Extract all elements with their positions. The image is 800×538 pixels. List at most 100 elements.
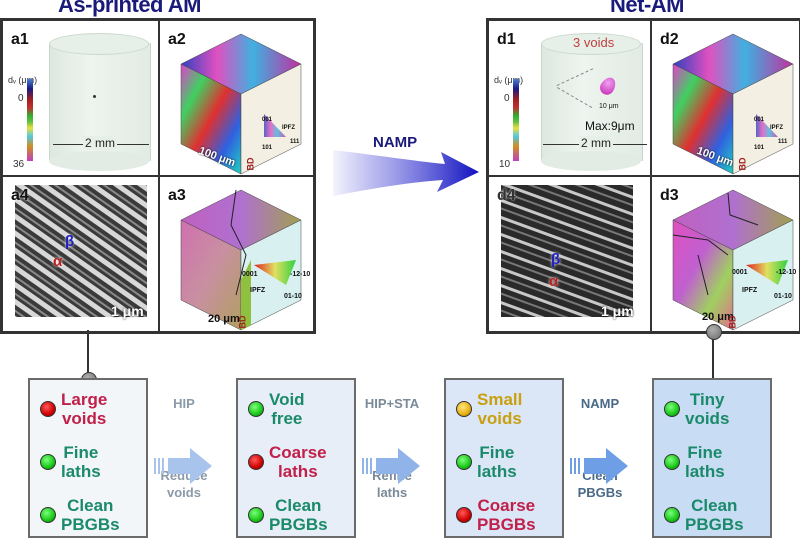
colorbar-min: 0 (18, 93, 24, 104)
as-printed-grid: a1 dᵥ (μm) 0 36 2 mm a2 100 μm BD 001 IP… (0, 18, 316, 334)
status-dot-green-icon (664, 454, 680, 470)
alpha-phase-label: α (53, 253, 63, 270)
step-arrow-icon (362, 448, 420, 484)
step-arrow-icon (154, 448, 212, 484)
step-method-label: NAMP (580, 396, 620, 411)
status-dot-green-icon (248, 401, 264, 417)
max-void-size-label: Max:9μm (585, 119, 635, 133)
status-dot-red-icon (456, 507, 472, 523)
ebsd-cube-beta (180, 33, 302, 175)
scale-bar-label: 20 μm (702, 311, 734, 323)
status-dot-green-icon (40, 454, 56, 470)
panel-d1: d1 dᵥ (μm) 0 10 3 voids 10 μm Max:9μm 2 … (488, 20, 651, 176)
scale-bar-label: 20 μm (208, 313, 240, 325)
ipf-label-111: 111 (778, 139, 788, 145)
ipf-label-101: 101 (754, 145, 765, 151)
panel-label: d1 (497, 31, 516, 48)
ipf-label-001: 001 (262, 117, 273, 123)
as-printed-title: As-printed AM (58, 0, 202, 17)
connector-right (712, 330, 714, 380)
ipf-label-101: 101 (262, 145, 273, 151)
colorbar-title: dᵥ (μm) (8, 75, 38, 85)
panel-a1: a1 dᵥ (μm) 0 36 2 mm (2, 20, 159, 176)
panel-d4: d4 β α 1 μm (488, 176, 651, 332)
ipf-label-001: 001 (754, 117, 765, 123)
ipf-label-01-10: 01-10 (774, 293, 792, 300)
colorbar (513, 79, 519, 161)
ebsd-cube-alpha (672, 189, 794, 331)
colorbar (27, 79, 33, 161)
scale-bar-label: 1 μm (601, 303, 634, 319)
step-method-label: HIP+STA (364, 396, 420, 411)
status-dot-red-icon (40, 401, 56, 417)
panel-d3: d3 20 μm BD 0001 -12-10 IPFZ 01-10 (651, 176, 800, 332)
net-am-title: Net-AM (610, 0, 685, 17)
ipf-label-0001: 0001 (732, 269, 748, 276)
ipf-label-ipfz: IPFZ (250, 287, 266, 294)
ipf-label-0001: 0001 (242, 271, 258, 278)
colorbar-max: 10 (499, 159, 511, 170)
ipf-label-12-10: -12-10 (290, 271, 311, 278)
panel-label: d3 (660, 187, 679, 204)
colorbar-max: 36 (13, 159, 25, 170)
beta-phase-label: β (551, 251, 561, 268)
build-direction-label: BD (245, 157, 256, 171)
ipf-label-ipfz: IPFZ (742, 287, 758, 294)
void-scale-label: 10 μm (599, 103, 619, 110)
status-dot-green-icon (664, 401, 680, 417)
panel-label: a3 (168, 187, 186, 204)
panel-a2: a2 100 μm BD 001 IPFZ 111 101 (159, 20, 314, 176)
panel-label: a4 (11, 187, 29, 204)
panel-label: a1 (11, 31, 29, 48)
ipf-label-ipfz: IPFZ (770, 125, 783, 131)
status-dot-red-icon (248, 454, 264, 470)
ebsd-cube-beta (672, 33, 794, 175)
sem-image-lath (501, 185, 633, 317)
ebsd-cube-alpha (180, 189, 302, 331)
void-count-label: 3 voids (573, 35, 615, 50)
sem-image-lath (15, 185, 147, 317)
status-dot-green-icon (248, 507, 264, 523)
net-am-grid: d1 dᵥ (μm) 0 10 3 voids 10 μm Max:9μm 2 … (486, 18, 800, 334)
alpha-phase-label: α (549, 273, 559, 290)
step-arrow-icon (570, 448, 628, 484)
ipf-label-12-10: -12-10 (776, 269, 797, 276)
dimension-label: 2 mm (83, 136, 117, 150)
scale-bar-label: 1 μm (111, 303, 144, 319)
panel-label: d4 (497, 187, 516, 204)
step-method-label: HIP (173, 396, 195, 411)
panel-a3: a3 20 μm BD 0001 -12-10 IPFZ 01-10 (159, 176, 314, 332)
dimension-label: 2 mm (579, 136, 613, 150)
ipf-label-ipfz: IPFZ (282, 125, 295, 131)
build-direction-label: BD (727, 315, 738, 329)
beta-phase-label: β (65, 233, 75, 250)
status-dot-green-icon (664, 507, 680, 523)
sample-cylinder (541, 33, 643, 171)
build-direction-label: BD (237, 315, 248, 329)
ipf-label-01-10: 01-10 (284, 293, 302, 300)
sample-cylinder (49, 33, 151, 171)
panel-a4: a4 β α 1 μm (2, 176, 159, 332)
ipf-label-111: 111 (290, 139, 300, 145)
